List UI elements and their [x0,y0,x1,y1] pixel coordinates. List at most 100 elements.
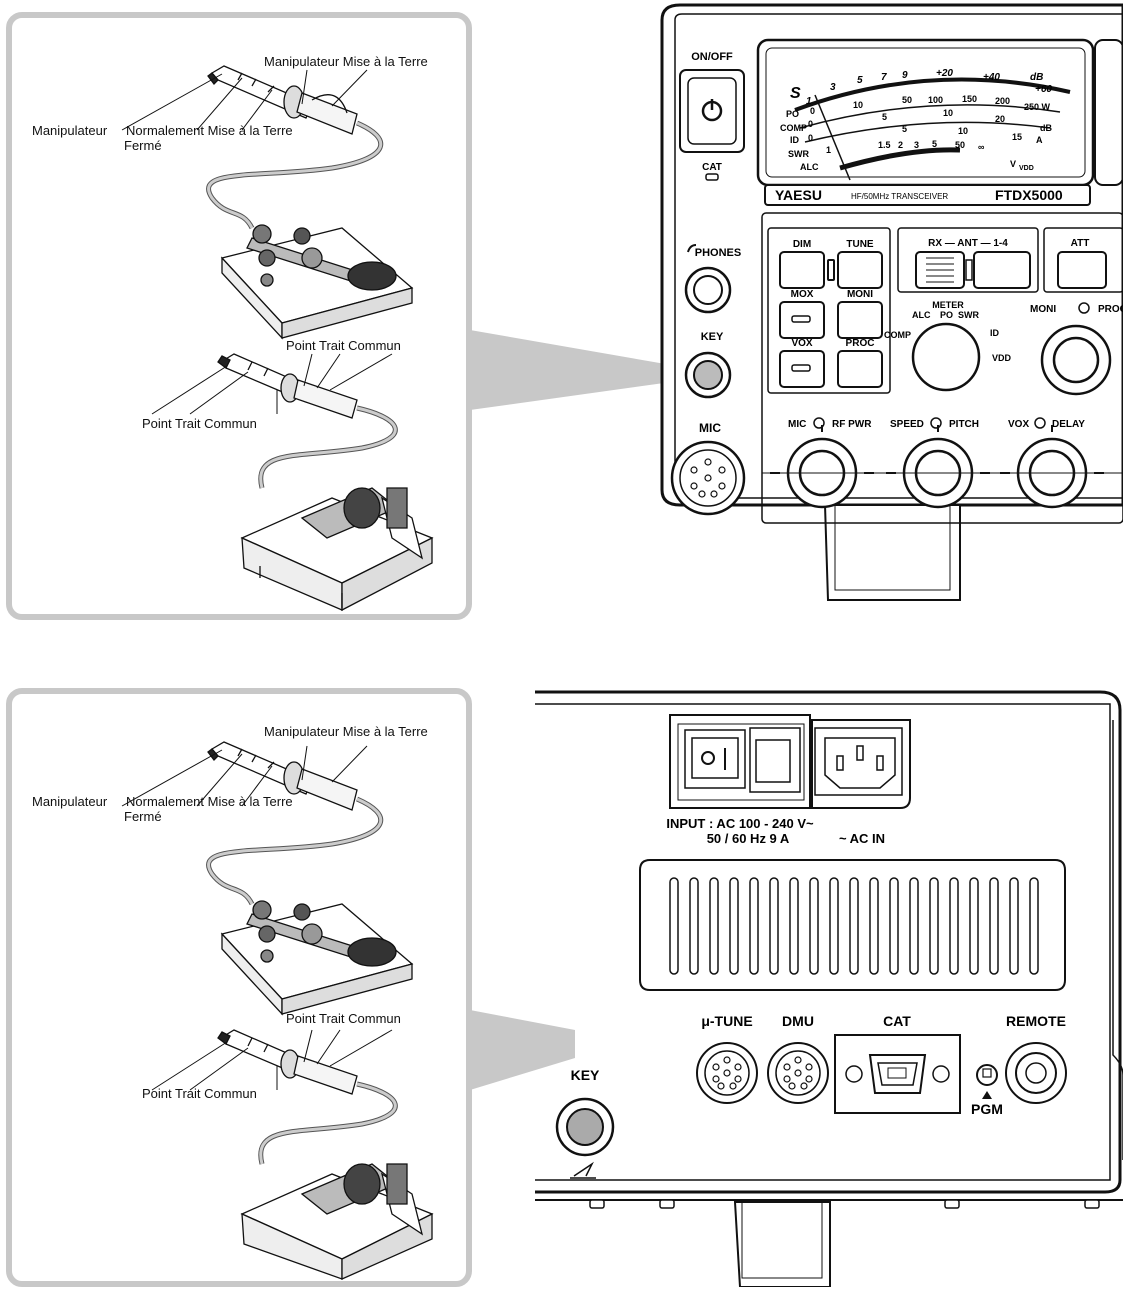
ac-in-label: ~ AC IN [839,831,885,846]
svg-text:VOX: VOX [1008,419,1029,430]
svg-text:7: 7 [881,72,887,83]
svg-text:1.5: 1.5 [878,140,891,150]
svg-text:ID: ID [990,328,1000,338]
svg-text:50: 50 [955,140,965,150]
cat-led-label: CAT [702,162,722,173]
svg-text:PO: PO [940,310,953,320]
svg-text:150: 150 [962,94,977,104]
svg-text:3: 3 [914,140,919,150]
svg-text:SWR: SWR [788,149,809,159]
rear-panel: INPUT : AC 100 - 240 V~ 50 / 60 Hz 9 A ~… [535,690,1123,1287]
btn-proc-label: PROC [846,338,875,349]
label-paddle-top-2: Point Trait Commun [286,1011,401,1026]
svg-text:10: 10 [853,100,863,110]
label-paddle-top: Point Trait Commun [286,338,401,353]
btn-tune-label: TUNE [846,239,874,250]
straight-key-illustration-2 [121,741,434,1281]
svg-text:DELAY: DELAY [1052,419,1085,430]
svg-text:ID: ID [790,135,800,145]
btn-mox-label: MOX [791,289,814,300]
svg-text:dB: dB [1030,72,1043,83]
svg-text:COMP: COMP [884,330,911,340]
label-normally-closed: Normalement Mise à la Terre [126,123,293,138]
svg-text:ALC: ALC [912,310,931,320]
meter-s-label: S [790,85,801,102]
dmu-label: DMU [782,1013,814,1029]
svg-text:+60: +60 [1035,84,1052,95]
svg-text:100: 100 [928,95,943,105]
svg-text:5: 5 [857,75,863,86]
mu-tune-label: μ-TUNE [701,1013,752,1029]
svg-text:3: 3 [830,82,836,93]
bottom-callout-panel: Manipulateur Mise à la Terre Manipulateu… [6,688,472,1287]
svg-text:VDD: VDD [992,353,1012,363]
att-label: ATT [1071,238,1090,249]
label-key: Manipulateur [32,123,108,138]
svg-text:5: 5 [902,124,907,134]
label-normally-closed-2: Normalement Mise à la Terre [126,794,293,809]
brand-yaesu: YAESU [775,187,822,203]
svg-text:SWR: SWR [958,310,979,320]
pgm-label: PGM [971,1101,1003,1117]
input-rating-line1: INPUT : AC 100 - 240 V~ [666,816,814,831]
brand-subtitle: HF/50MHz TRANSCEIVER [851,192,948,201]
phones-label: PHONES [695,247,741,259]
btn-vox-label: VOX [791,338,812,349]
svg-text:9: 9 [902,70,908,81]
svg-text:0: 0 [810,106,815,116]
svg-text:5: 5 [882,112,887,122]
top-callout-panel: Manipulateur Mise à la Terre Manipulateu… [6,12,472,620]
on-off-label: ON/OFF [691,51,733,63]
key-label-rear: KEY [571,1067,600,1083]
meter-selector-title: METER [932,300,964,310]
svg-text:A: A [1036,135,1043,145]
svg-text:RF PWR: RF PWR [832,419,872,430]
svg-text:200: 200 [995,96,1010,106]
svg-text:0: 0 [808,133,813,143]
label-paddle-bottom: Point Trait Commun [142,416,257,431]
svg-text:COMP: COMP [780,123,807,133]
label-key-ground-top-2: Manipulateur Mise à la Terre [264,724,428,739]
svg-text:dB: dB [1040,123,1052,133]
svg-text:0: 0 [808,119,813,129]
svg-text:V: V [1010,159,1016,169]
svg-text:50: 50 [902,95,912,105]
label-paddle-bottom-2: Point Trait Commun [142,1086,257,1101]
brand-model: FTDX5000 [995,187,1063,203]
svg-text:PO: PO [786,109,799,119]
svg-text:1: 1 [806,96,812,107]
straight-key-illustration [121,65,434,612]
svg-text:SPEED: SPEED [890,419,924,430]
label-closed-2: Fermé [124,809,162,824]
svg-text:2: 2 [898,140,903,150]
callout-connector-bottom [470,1010,575,1090]
svg-text:1: 1 [826,145,831,155]
svg-text:MONI: MONI [1030,304,1056,315]
ant-group-label: RX — ANT — 1-4 [928,238,1008,249]
svg-text:∞: ∞ [978,142,985,152]
label-key-2: Manipulateur [32,794,108,809]
svg-text:10: 10 [943,108,953,118]
svg-text:+40: +40 [983,72,1000,83]
svg-text:+20: +20 [936,68,953,79]
svg-text:PITCH: PITCH [949,419,979,430]
svg-text:PROC: PROC [1098,304,1123,315]
svg-text:20: 20 [995,114,1005,124]
remote-label: REMOTE [1006,1013,1066,1029]
svg-text:MIC: MIC [788,419,806,430]
callout-connector-top [470,330,700,410]
svg-text:10: 10 [958,126,968,136]
input-rating-line2: 50 / 60 Hz 9 A [707,831,790,846]
svg-text:ALC: ALC [800,162,819,172]
svg-text:15: 15 [1012,132,1022,142]
key-label-front: KEY [701,331,724,343]
svg-text:VDD: VDD [1019,165,1034,172]
btn-moni-label: MONI [847,289,873,300]
mic-label-front: MIC [699,421,721,435]
svg-text:5: 5 [932,139,937,149]
btn-dim-label: DIM [793,239,811,250]
label-closed: Fermé [124,138,162,153]
cat-port-label: CAT [883,1013,911,1029]
svg-text:250 W: 250 W [1024,102,1051,112]
